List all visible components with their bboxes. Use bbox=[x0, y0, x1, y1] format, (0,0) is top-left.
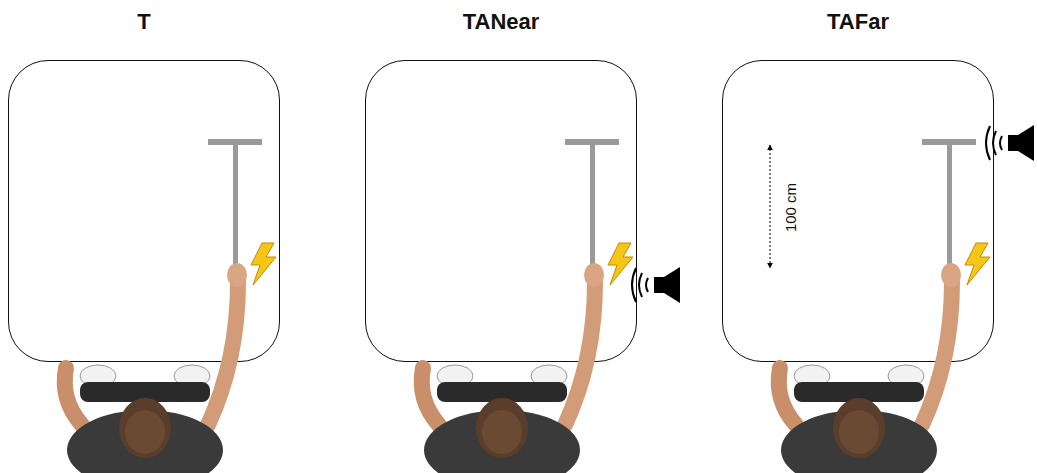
dimension-label: 100 cm bbox=[782, 182, 799, 231]
panel-title: T bbox=[9, 9, 279, 35]
participant-setup bbox=[65, 139, 276, 473]
speaker-symbol bbox=[986, 125, 1034, 161]
table-surface: TANear bbox=[365, 60, 637, 362]
speaker-symbol bbox=[632, 267, 680, 303]
participant-setup bbox=[779, 139, 990, 473]
dimension-arrow bbox=[770, 145, 771, 268]
panel-title: TANear bbox=[366, 9, 636, 35]
table-surface: TAFar bbox=[722, 60, 994, 362]
table-surface: T bbox=[8, 60, 280, 362]
participant-setup bbox=[422, 139, 633, 473]
panel-title: TAFar bbox=[723, 9, 993, 35]
